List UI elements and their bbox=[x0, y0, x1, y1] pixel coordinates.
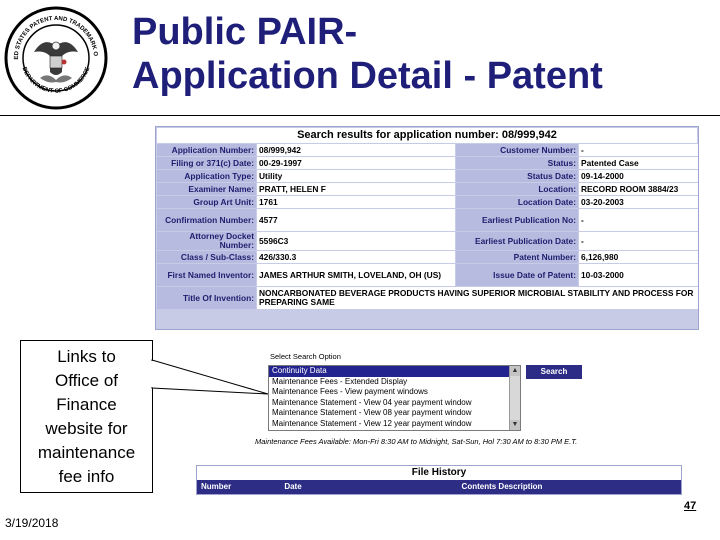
file-history-title: File History bbox=[411, 467, 467, 478]
field-label: Status Date: bbox=[456, 170, 578, 182]
slide-title: Public PAIR- Application Detail - Patent bbox=[132, 10, 692, 98]
field-value: - bbox=[579, 209, 698, 231]
field-value: PRATT, HELEN F bbox=[257, 183, 455, 195]
search-option-item[interactable]: Maintenance Statement - View 08 year pay… bbox=[272, 408, 472, 417]
uspto-seal-logo: UNITED STATES PATENT AND TRADEMARK OFFIC… bbox=[4, 6, 108, 110]
title-divider bbox=[0, 115, 720, 116]
field-label: Location Date: bbox=[456, 196, 578, 208]
search-option-item[interactable]: Continuity Data bbox=[269, 366, 509, 377]
field-label: First Named Inventor: bbox=[157, 264, 256, 286]
search-option-item[interactable]: Maintenance Statement - View 04 year pay… bbox=[272, 397, 472, 407]
field-value: 426/330.3 bbox=[257, 251, 455, 263]
field-value: 00-29-1997 bbox=[257, 157, 455, 169]
field-value: 1761 bbox=[257, 196, 455, 208]
search-option-item[interactable]: Maintenance Fees - Extended Display bbox=[272, 376, 408, 386]
field-value: 03-20-2003 bbox=[579, 196, 698, 208]
title-of-invention-label: Title Of Invention: bbox=[157, 287, 256, 309]
field-label: Confirmation Number: bbox=[157, 209, 256, 231]
field-label: Customer Number: bbox=[456, 144, 578, 156]
field-label: Group Art Unit: bbox=[157, 196, 256, 208]
column-header-date[interactable]: Date bbox=[284, 482, 302, 491]
search-results-panel: Search results for application number: 0… bbox=[155, 126, 699, 330]
field-value: 10-03-2000 bbox=[579, 264, 698, 286]
field-label: Application Type: bbox=[157, 170, 256, 182]
file-history-table: File History Number Date Contents Descri… bbox=[196, 465, 682, 495]
search-button[interactable]: Search bbox=[526, 365, 582, 379]
column-header-contents[interactable]: Contents Description bbox=[461, 482, 543, 491]
field-label: Location: bbox=[456, 183, 578, 195]
field-value: 08/999,942 bbox=[257, 144, 455, 156]
search-option-item[interactable]: Maintenance Statement - View 12 year pay… bbox=[272, 418, 472, 428]
title-of-invention-value: NONCARBONATED BEVERAGE PRODUCTS HAVING S… bbox=[257, 287, 698, 309]
field-label: Earliest Publication No: bbox=[456, 209, 578, 231]
field-value: 5596C3 bbox=[257, 232, 455, 250]
field-label: Examiner Name: bbox=[157, 183, 256, 195]
field-label: Application Number: bbox=[157, 144, 256, 156]
maintenance-fee-hours-note: Maintenance Fees Available: Mon-Fri 8:30… bbox=[255, 437, 578, 446]
column-header-number[interactable]: Number bbox=[201, 482, 232, 491]
field-value: - bbox=[579, 144, 698, 156]
field-value: 09-14-2000 bbox=[579, 170, 698, 182]
slide-date: 3/19/2018 bbox=[5, 516, 59, 530]
callout-line: Links to bbox=[57, 347, 116, 366]
slide-title-line2: Application Detail - Patent bbox=[132, 55, 603, 97]
field-label: Class / Sub-Class: bbox=[157, 251, 256, 263]
field-label: Patent Number: bbox=[456, 251, 578, 263]
field-value: Patented Case bbox=[579, 157, 698, 169]
search-option-label: Select Search Option bbox=[270, 352, 341, 361]
callout-line: website for bbox=[45, 419, 128, 438]
callout-box: Links to Office of Finance website for m… bbox=[20, 340, 153, 493]
field-label: Filing or 371(c) Date: bbox=[157, 157, 256, 169]
callout-line: Finance bbox=[56, 395, 117, 414]
field-label: Attorney Docket Number: bbox=[157, 232, 256, 250]
callout-line: maintenance bbox=[37, 443, 136, 462]
callout-line: fee info bbox=[58, 467, 115, 486]
scroll-down-arrow-icon[interactable]: ▼ bbox=[510, 420, 520, 430]
file-history-header-row: Number Date Contents Description bbox=[197, 480, 681, 494]
field-label: Issue Date of Patent: bbox=[456, 264, 578, 286]
search-option-item[interactable]: Maintenance Fees - View payment windows bbox=[272, 387, 428, 396]
field-value: 4577 bbox=[257, 209, 455, 231]
field-value: RECORD ROOM 3884/23 bbox=[579, 183, 698, 195]
field-label: Earliest Publication Date: bbox=[456, 232, 578, 250]
field-value: JAMES ARTHUR SMITH, LOVELAND, OH (US) bbox=[257, 264, 455, 286]
listbox-scrollbar[interactable]: ▲ ▼ bbox=[509, 366, 520, 430]
slide-page-number: 47 bbox=[684, 500, 697, 512]
field-value: Utility bbox=[257, 170, 455, 182]
field-label: Status: bbox=[456, 157, 578, 169]
search-option-listbox[interactable]: Continuity Data Maintenance Fees - Exten… bbox=[268, 365, 521, 431]
field-value: - bbox=[579, 232, 698, 250]
field-value: 6,126,980 bbox=[579, 251, 698, 263]
slide-title-line1: Public PAIR- bbox=[132, 11, 358, 53]
callout-line: Office of bbox=[55, 371, 118, 390]
search-results-header: Search results for application number: 0… bbox=[157, 128, 697, 143]
scroll-up-arrow-icon[interactable]: ▲ bbox=[510, 366, 520, 376]
